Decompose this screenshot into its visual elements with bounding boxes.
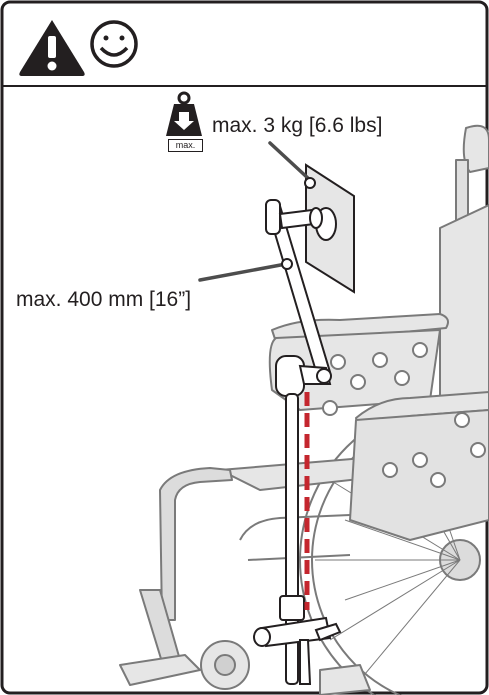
weight-max-tag: max. bbox=[168, 139, 203, 152]
weight-icon bbox=[166, 91, 202, 136]
leader-lines bbox=[198, 141, 312, 282]
leader-dot-weight bbox=[304, 177, 316, 189]
leader-dot-length bbox=[281, 258, 293, 270]
max-length-label: max. 400 mm [16”] bbox=[16, 288, 192, 311]
max-weight-label: max. 3 kg [6.6 lbs] bbox=[212, 114, 383, 137]
mount-arm bbox=[253, 199, 342, 685]
smiley-icon bbox=[90, 20, 138, 68]
warning-icon bbox=[19, 20, 85, 76]
